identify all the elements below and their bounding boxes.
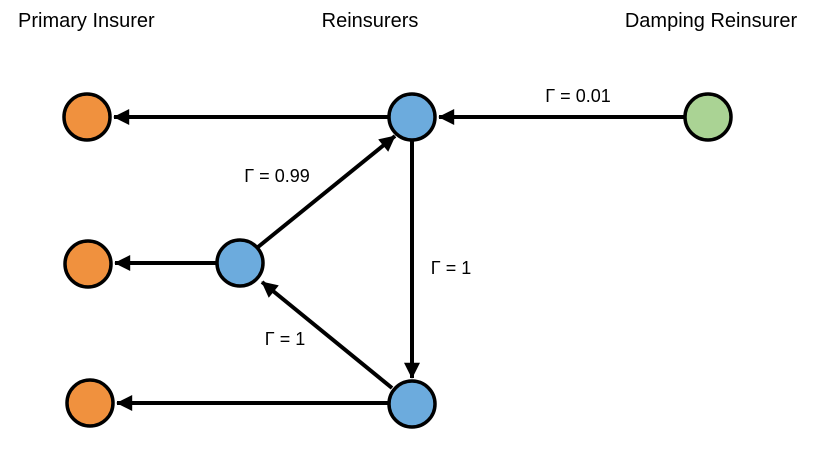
primary-insurer-3-node: [65, 378, 115, 428]
damping-reinsurer-header: Damping Reinsurer: [624, 10, 798, 32]
label-damping-to-reinsurer-top: Γ = 0.01: [545, 86, 611, 106]
primary-insurer-2-node: [63, 239, 113, 289]
reinsurer-bottom-node: [387, 379, 437, 429]
primary-insurer-header: Primary Insurer: [18, 10, 155, 32]
arrow-reinsurer-mid-to-reinsurer-top: [256, 134, 397, 249]
reinsurer-top-node: [387, 92, 437, 142]
label-reinsurer-mid-to-reinsurer-top: Γ = 0.99: [244, 166, 310, 186]
damping-reinsurer-node: [683, 92, 733, 142]
reinsurer-mid-node: [215, 238, 265, 288]
primary-insurer-1-node: [62, 92, 112, 142]
arrow-reinsurer-bottom-to-mid: [260, 280, 394, 390]
reinsurers-header: Reinsurers: [321, 10, 419, 32]
label-reinsurer-bottom-to-mid: Γ = 1: [264, 329, 306, 349]
label-reinsurer-top-to-bottom: Γ = 1: [430, 258, 472, 278]
